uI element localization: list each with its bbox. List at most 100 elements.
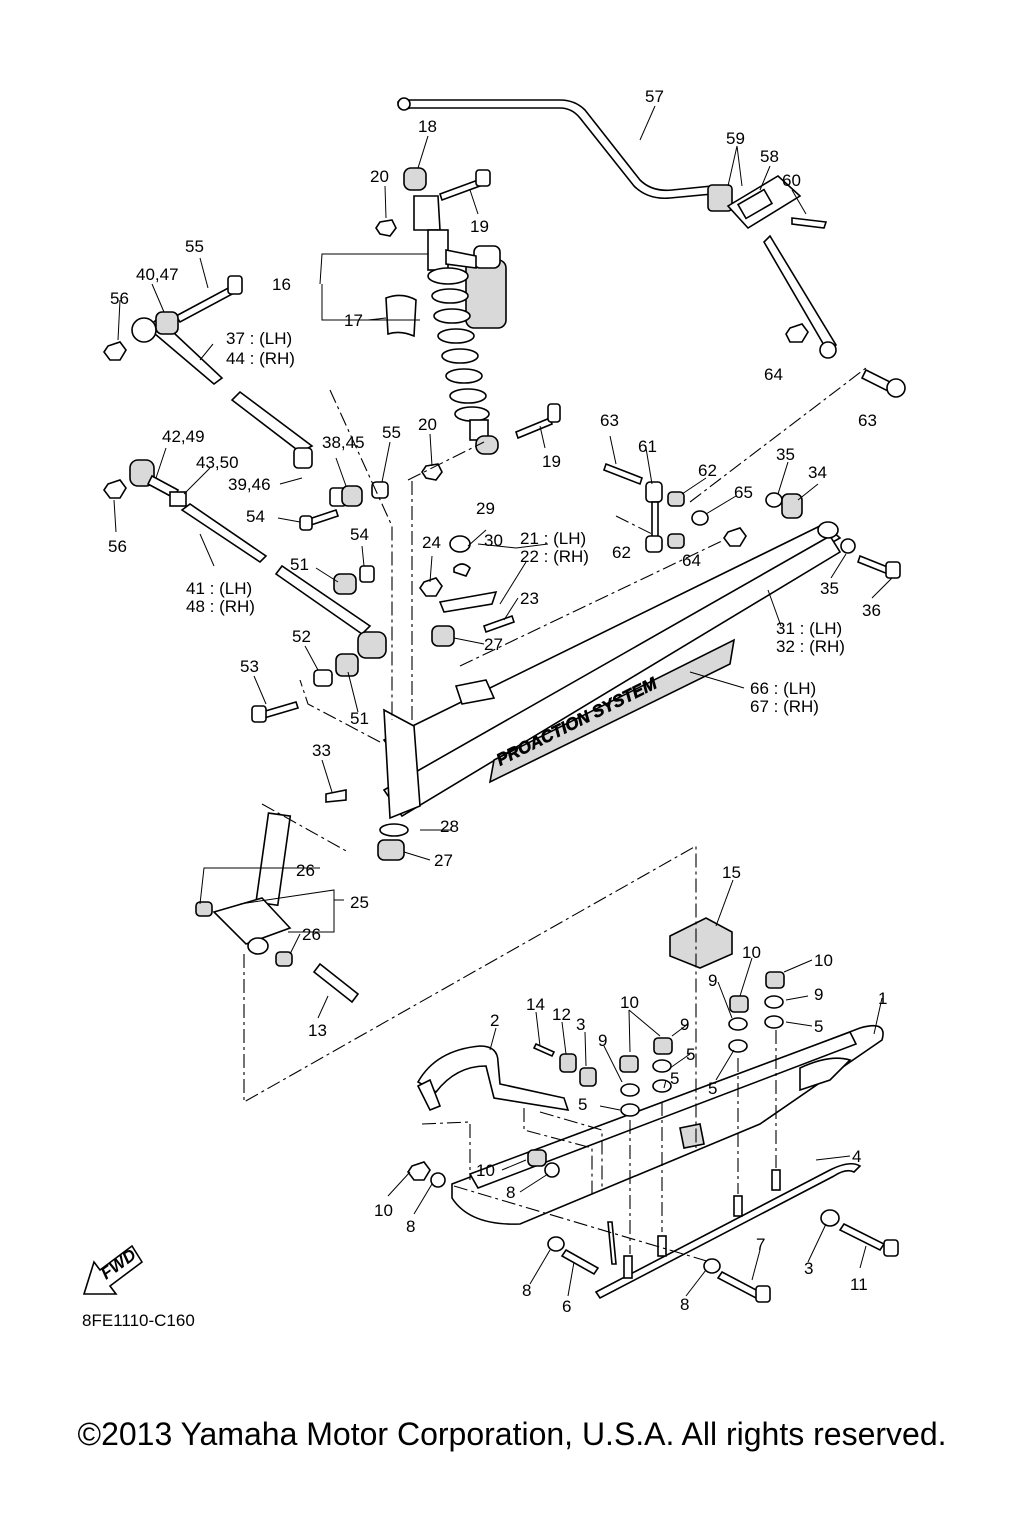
part-label: 64 [764,365,783,384]
part-label: 5 [670,1069,679,1088]
fwd-arrow-icon: FWD [82,1244,144,1295]
part-label: 9 [680,1015,689,1034]
part-label: 57 [645,87,664,106]
part-label: 51 [290,555,309,574]
stabilizer-bolt [860,368,906,398]
part-label: 54 [350,525,369,544]
part-label: 10 [374,1201,393,1220]
part-label: 5 [686,1045,695,1064]
part-label: 67 : (RH) [750,697,819,716]
part-label: 58 [760,147,779,166]
part-label: 62 [698,461,717,480]
part-label: 65 [734,483,753,502]
ski-wear-block [669,917,733,969]
stabilizer-nut [785,323,837,359]
part-label: 17 [344,311,363,330]
part-label: 27 [484,635,503,654]
part-label: 54 [246,507,265,526]
reference-lines [243,367,867,1263]
shock-bolts [375,169,561,481]
part-label: 3 [804,1259,813,1278]
part-label: 4 [852,1147,861,1166]
ski-steering-arm [195,812,360,1004]
part-label: 44 : (RH) [226,349,295,368]
part-label: 1 [878,989,887,1008]
part-label: 55 [185,237,204,256]
part-label: 5 [578,1095,587,1114]
part-label: 52 [292,627,311,646]
part-label: 64 [682,551,701,570]
part-label: 5 [708,1079,717,1098]
part-label: 40,47 [136,265,179,284]
part-label: 28 [440,817,459,836]
part-label: 19 [542,452,561,471]
part-label: 20 [418,415,437,434]
part-label: 8 [406,1217,415,1236]
part-label: 21 : (LH) [520,529,586,548]
part-label: 33 [312,741,331,760]
spindle-hardware [325,535,516,861]
part-label: 11 [850,1275,868,1294]
part-label: 43,50 [196,453,239,472]
part-label: 38,45 [322,433,365,452]
part-label: 26 [296,861,315,880]
part-label: 59 [726,129,745,148]
part-label: 2 [490,1011,499,1030]
part-label: 41 : (LH) [186,579,252,598]
part-labels: 57 59 58 60 18 20 19 16 17 55 40,47 56 3… [82,87,887,1330]
part-label: 29 [476,499,495,518]
part-label: 51 [350,709,369,728]
part-label: 6 [562,1297,571,1316]
part-label: 10 [814,951,833,970]
upper-arm-bolt [103,275,243,361]
part-label: 42,49 [162,427,205,446]
part-label: 18 [418,117,437,136]
ski-runner [594,1162,862,1300]
ski-hardware [407,971,899,1303]
stabilizer-bar [397,97,838,354]
part-label: 35 [820,579,839,598]
part-label: 26 [302,925,321,944]
part-label: 7 [756,1235,765,1254]
part-label: 55 [382,423,401,442]
part-label: 10 [476,1161,495,1180]
shock-cover [385,294,417,338]
part-label: 27 [434,851,453,870]
ski-handle [416,1045,570,1112]
part-label: 8 [680,1295,689,1314]
leader-lines [113,105,893,1297]
lower-arm [103,459,387,659]
copyright-notice: ©2013 Yamaha Motor Corporation, U.S.A. A… [77,1416,947,1452]
part-label: 13 [308,1021,327,1040]
part-label: 53 [240,657,259,676]
part-label: 9 [708,971,717,990]
part-label: 30 [484,531,503,550]
ski-spindle-arm [382,521,842,820]
part-label: 60 [782,171,801,190]
part-label: 34 [808,463,827,482]
part-label: 23 [520,589,539,608]
part-label: 39,46 [228,475,271,494]
part-label: 10 [742,943,761,962]
part-label: 56 [108,537,127,556]
part-label: 9 [814,985,823,1004]
steering-link [603,462,901,579]
part-label: 9 [598,1031,607,1050]
part-label: 8 [522,1281,531,1300]
part-label: 62 [612,543,631,562]
part-label: 16 [272,275,291,294]
part-label: 10 [620,993,639,1012]
part-label: 32 : (RH) [776,637,845,656]
part-label: 12 [552,1005,571,1024]
part-label: 36 [862,601,881,620]
part-label: 8 [506,1183,515,1202]
shock-spring [427,267,490,422]
part-label: 22 : (RH) [520,547,589,566]
part-label: 14 [526,995,545,1014]
stabilizer-bushing [707,175,802,230]
shock-absorber [403,167,507,455]
part-label: 48 : (RH) [186,597,255,616]
part-label: 61 [638,437,657,456]
part-label: 63 [600,411,619,430]
